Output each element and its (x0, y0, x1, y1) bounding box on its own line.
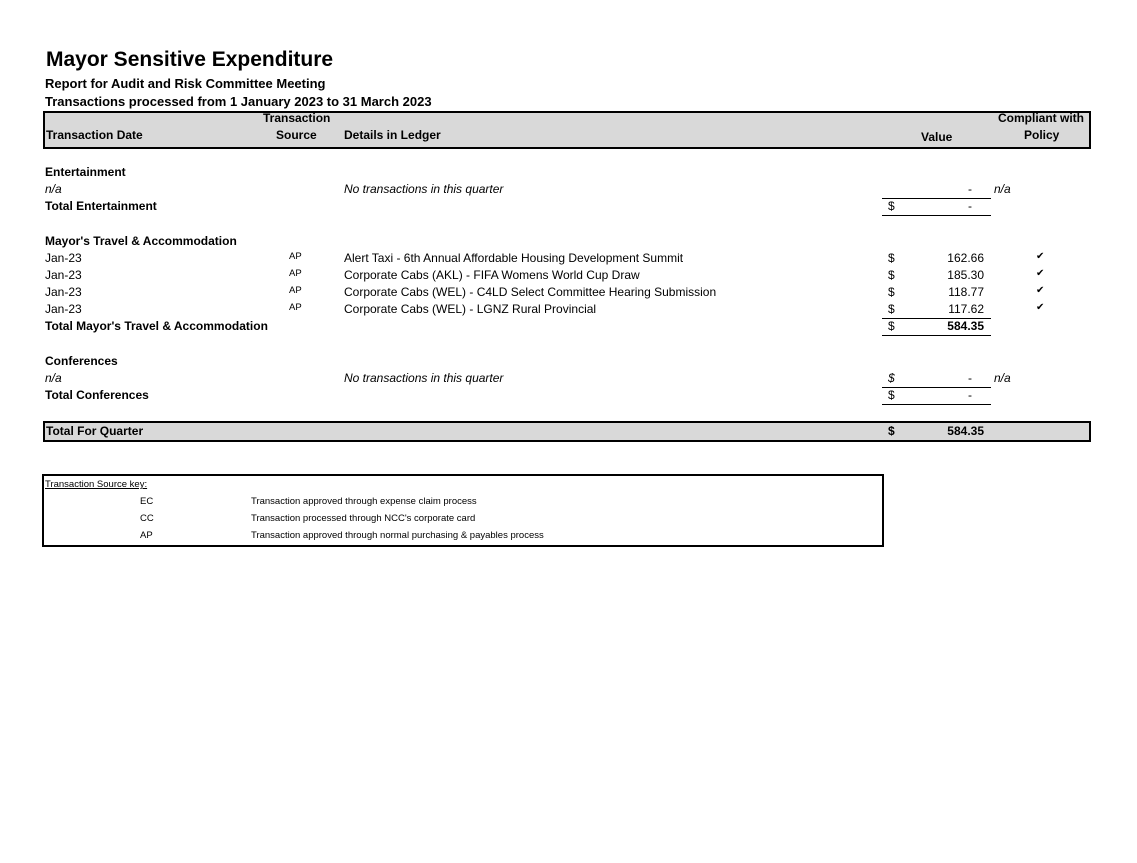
entertainment-row-date: n/a (45, 182, 62, 196)
entertainment-row-compliant: n/a (994, 182, 1011, 196)
quarter-total-label: Total For Quarter (46, 424, 144, 438)
header-transaction-date: Transaction Date (46, 128, 143, 142)
section-heading-travel: Mayor's Travel & Accommodation (45, 234, 237, 248)
total-conferences-currency: $ (888, 388, 895, 402)
check-icon: ✔ (1036, 251, 1045, 262)
total-conferences-value: - (968, 388, 972, 402)
key-code: AP (140, 530, 153, 541)
quarter-total-value: 584.35 (947, 424, 984, 438)
key-code: CC (140, 513, 154, 524)
header-compliant-line1: Compliant with (998, 111, 1084, 125)
travel-row-source: AP (289, 302, 302, 313)
key-description: Transaction approved through expense cla… (251, 496, 477, 507)
conferences-row-value: - (968, 371, 972, 385)
source-key-title: Transaction Source key: (45, 479, 148, 490)
travel-row-source: AP (289, 251, 302, 262)
key-description: Transaction approved through normal purc… (251, 530, 544, 541)
travel-row-currency: $ (888, 268, 895, 282)
header-source-line2: Source (276, 128, 317, 142)
report-title: Mayor Sensitive Expenditure (46, 48, 334, 71)
conferences-row-date: n/a (45, 371, 62, 385)
travel-row-source: AP (289, 285, 302, 296)
entertainment-row-details: No transactions in this quarter (344, 182, 504, 196)
underline (882, 318, 991, 319)
travel-row-currency: $ (888, 302, 895, 316)
header-compliant-line2: Policy (1024, 128, 1060, 142)
travel-row-date: Jan-23 (45, 302, 82, 316)
check-icon: ✔ (1036, 302, 1045, 313)
underline (882, 215, 991, 216)
travel-row-value: 117.62 (948, 302, 984, 316)
total-conferences-label: Total Conferences (45, 388, 149, 402)
entertainment-row-value: - (968, 182, 972, 196)
report-subtitle: Report for Audit and Risk Committee Meet… (45, 76, 326, 91)
report-period: Transactions processed from 1 January 20… (45, 94, 432, 109)
travel-row-source: AP (289, 268, 302, 279)
header-details: Details in Ledger (344, 128, 441, 142)
key-description: Transaction processed through NCC's corp… (251, 513, 476, 524)
total-travel-value: 584.35 (947, 319, 984, 333)
travel-row-value: 162.66 (947, 251, 984, 265)
total-entertainment-label: Total Entertainment (45, 199, 157, 213)
underline (882, 198, 991, 199)
conferences-row-currency: $ (888, 371, 895, 385)
travel-row-date: Jan-23 (45, 285, 82, 299)
section-heading-entertainment: Entertainment (45, 165, 126, 179)
travel-row-currency: $ (888, 285, 895, 299)
total-entertainment-value: - (968, 199, 972, 213)
header-value: Value (921, 130, 953, 144)
conferences-row-details: No transactions in this quarter (344, 371, 504, 385)
total-travel-label: Total Mayor's Travel & Accommodation (45, 319, 268, 333)
travel-row-currency: $ (888, 251, 895, 265)
underline (882, 404, 991, 405)
source-key-box (42, 474, 884, 547)
travel-row-value: 118.77 (948, 285, 984, 299)
header-source-line1: Transaction (263, 111, 331, 125)
check-icon: ✔ (1036, 268, 1045, 279)
check-icon: ✔ (1036, 285, 1045, 296)
quarter-total-bar (43, 421, 1091, 442)
travel-row-date: Jan-23 (45, 251, 82, 265)
total-travel-currency: $ (888, 319, 895, 333)
travel-row-value: 185.30 (947, 268, 984, 282)
total-entertainment-currency: $ (888, 199, 895, 213)
conferences-row-compliant: n/a (994, 371, 1011, 385)
section-heading-conferences: Conferences (45, 354, 118, 368)
travel-row-details: Corporate Cabs (WEL) - C4LD Select Commi… (344, 285, 717, 299)
quarter-total-currency: $ (888, 424, 895, 438)
underline (882, 335, 991, 336)
underline (882, 387, 991, 388)
table-header (43, 111, 1091, 149)
travel-row-date: Jan-23 (45, 268, 82, 282)
key-code: EC (140, 496, 154, 507)
travel-row-details: Alert Taxi - 6th Annual Affordable Housi… (344, 251, 684, 265)
travel-row-details: Corporate Cabs (AKL) - FIFA Womens World… (344, 268, 640, 282)
travel-row-details: Corporate Cabs (WEL) - LGNZ Rural Provin… (344, 302, 597, 316)
